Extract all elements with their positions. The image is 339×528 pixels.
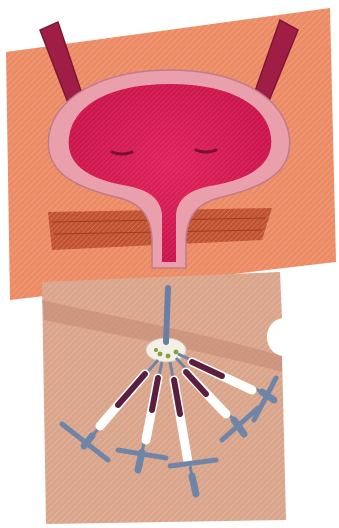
- injection-diagram: [42, 272, 286, 524]
- bladder-diagram: [6, 8, 336, 300]
- central-needle: [166, 288, 168, 342]
